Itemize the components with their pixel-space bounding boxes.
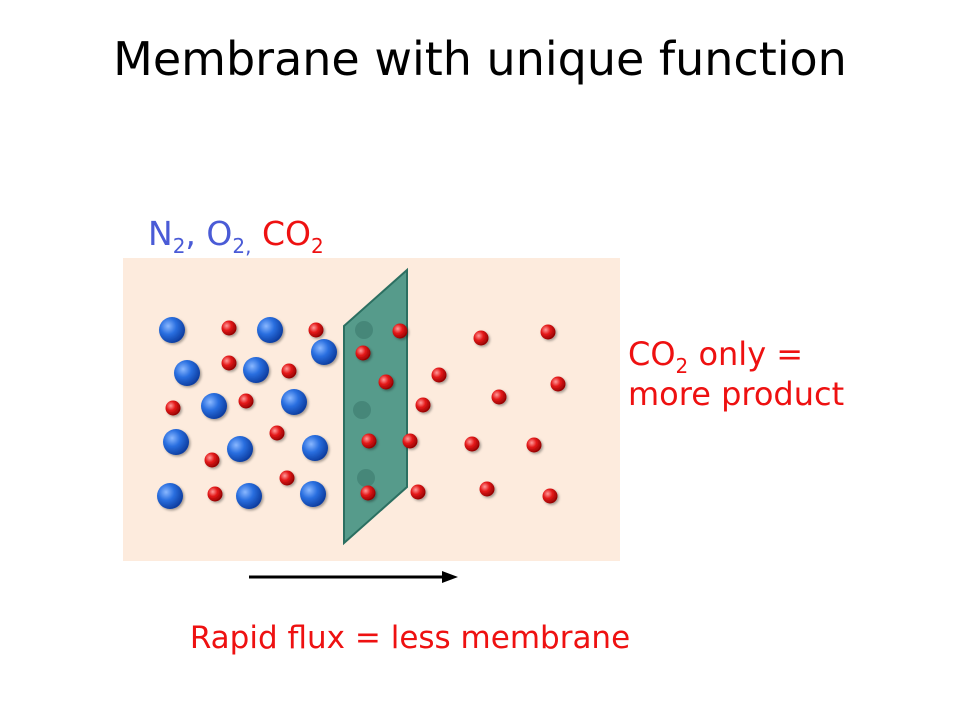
small-molecule <box>479 481 495 497</box>
small-molecule <box>269 425 285 441</box>
small-molecule <box>221 355 237 371</box>
small-molecule <box>473 330 489 346</box>
small-molecule <box>279 470 295 486</box>
small-molecule <box>207 486 223 502</box>
small-molecule <box>431 367 447 383</box>
large-molecule <box>159 317 185 343</box>
small-molecule <box>415 397 431 413</box>
small-molecules-permeate <box>355 323 566 504</box>
large-molecule <box>163 429 189 455</box>
small-molecule <box>355 345 371 361</box>
large-molecule <box>157 483 183 509</box>
flow-arrow-icon <box>249 571 458 583</box>
large-molecule <box>227 436 253 462</box>
small-molecule <box>221 320 237 336</box>
large-molecule <box>236 483 262 509</box>
large-molecule <box>174 360 200 386</box>
large-molecules <box>157 317 337 509</box>
small-molecule <box>540 324 556 340</box>
small-molecule <box>238 393 254 409</box>
small-molecule <box>378 374 394 390</box>
small-molecule <box>491 389 507 405</box>
slide-title: Membrane with unique function <box>113 32 847 86</box>
small-molecule <box>410 484 426 500</box>
large-molecule <box>302 435 328 461</box>
large-molecule <box>281 389 307 415</box>
small-molecule <box>204 452 220 468</box>
small-molecule <box>308 322 324 338</box>
small-molecule <box>550 376 566 392</box>
small-molecule <box>464 436 480 452</box>
n2-label: N <box>148 214 173 253</box>
large-molecule <box>311 339 337 365</box>
o2-label: O <box>206 214 233 253</box>
large-molecule <box>243 357 269 383</box>
small-molecule <box>392 323 408 339</box>
large-molecule <box>257 317 283 343</box>
membrane <box>343 267 408 546</box>
small-molecule <box>165 400 181 416</box>
small-molecule <box>526 437 542 453</box>
permeate-label: CO2 only = more product <box>628 335 845 413</box>
small-molecule <box>402 433 418 449</box>
small-molecule <box>542 488 558 504</box>
co2-label: CO <box>262 214 312 253</box>
large-molecule <box>300 481 326 507</box>
small-molecule <box>361 433 377 449</box>
flux-caption: Rapid flux = less membrane <box>189 620 631 656</box>
small-molecules-feed <box>165 320 324 502</box>
large-molecule <box>201 393 227 419</box>
feed-gases-label: N2, O2, CO2 <box>148 214 324 258</box>
small-molecule <box>281 363 297 379</box>
small-molecule <box>360 485 376 501</box>
